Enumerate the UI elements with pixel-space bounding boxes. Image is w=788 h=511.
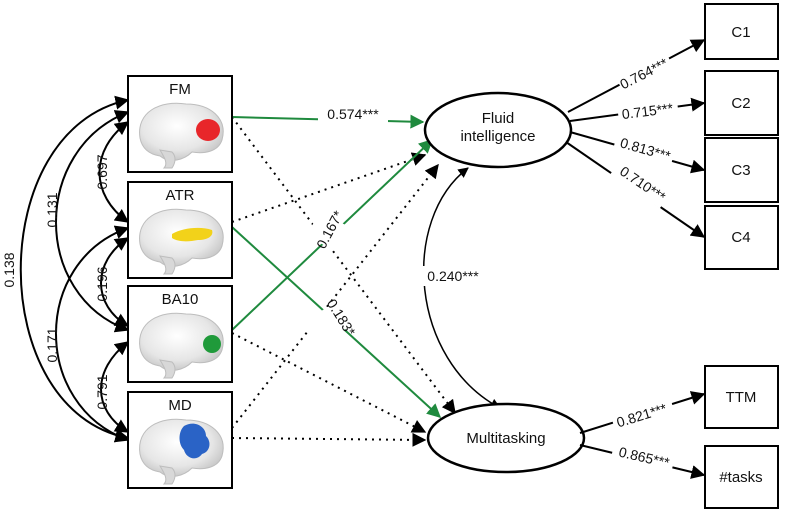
coef-tasks: 0.865***: [617, 444, 671, 471]
path-labels: 0.574*** 0.167* 0.183*: [303, 104, 388, 346]
fm-highlight: [196, 119, 220, 141]
indicator-label-c4: C4: [731, 229, 750, 246]
indicator-box-c4: [704, 205, 779, 270]
coef-ba10-md: 0.791: [94, 374, 110, 409]
fluid-loading-labels: 0.764*** 0.715*** 0.813*** 0.710***: [610, 52, 679, 209]
region-label-md: MD: [168, 397, 191, 414]
cov-arc-fm-atr: [98, 121, 130, 223]
region-ba10: BA10: [127, 285, 233, 383]
atr-highlight: [172, 227, 213, 242]
brain-icon: [139, 102, 224, 169]
fluid-label-line2: intelligence: [460, 128, 535, 145]
path-ba10-multitasking: [231, 332, 427, 433]
indicator-box-c3: [704, 137, 779, 203]
multitasking-loading-labels: 0.821*** 0.865***: [610, 397, 676, 473]
nonsignificant-paths: [231, 116, 456, 447]
fluid-label-line1: Fluid: [482, 110, 515, 127]
multitasking-label: Multitasking: [466, 430, 545, 447]
path-md-multitasking: [231, 432, 427, 447]
brain-icon: [139, 312, 224, 379]
indicator-label-c1: C1: [731, 24, 750, 41]
latent-multitasking: Multitasking: [426, 402, 586, 474]
coef-atr-md: 0.171: [44, 327, 60, 362]
coef-fluid-multitasking: 0.240***: [427, 268, 479, 284]
coef-atr-ba10: 0.196: [94, 266, 110, 301]
coef-fm-atr: 0.697: [94, 154, 110, 189]
indicator-label-tasks: #tasks: [719, 469, 762, 486]
coef-c2: 0.715***: [621, 100, 674, 122]
cov-arc-atr-md: [55, 225, 130, 443]
path-fm-multitasking: [231, 116, 456, 415]
cov-arc-ba10-md: [100, 341, 130, 433]
cov-arc-atr-ba10: [100, 237, 130, 327]
indicator-label-ttm: TTM: [726, 389, 757, 406]
region-label-atr: ATR: [166, 187, 195, 204]
md-highlight: [179, 423, 210, 459]
indicator-boxes: [704, 3, 779, 509]
indicator-box-tasks: [704, 445, 779, 509]
path-atr-fluid: [231, 152, 427, 223]
significant-paths: [231, 114, 442, 418]
region-atr: ATR: [127, 181, 233, 279]
indicator-labels: C1 C2 C3 C4 TTM #tasks: [719, 24, 762, 486]
coef-fm-md: 0.138: [1, 252, 17, 287]
coef-ttm: 0.821***: [615, 400, 669, 430]
cov-arc-fluid-multitasking: [422, 167, 501, 409]
ba10-highlight: [203, 335, 221, 353]
latent-fluid-intelligence: Fluid intelligence: [423, 91, 573, 169]
coef-fm-ba10: 0.131: [44, 192, 60, 227]
coef-fm-fluid: 0.574***: [327, 106, 379, 122]
region-md: MD: [127, 391, 233, 489]
brain-icon: [139, 208, 224, 275]
region-label-ba10: BA10: [162, 291, 199, 308]
region-label-fm: FM: [169, 81, 191, 98]
region-fm: FM: [127, 75, 233, 173]
indicator-label-c3: C3: [731, 162, 750, 179]
indicator-box-c2: [704, 70, 779, 136]
cov-arc-fm-ba10: [55, 110, 130, 333]
brain-icon: [139, 418, 224, 485]
covariance-arcs: [19, 95, 130, 443]
indicator-label-c2: C2: [731, 95, 750, 112]
indicator-box-c1: [704, 3, 779, 60]
indicator-box-ttm: [704, 365, 779, 429]
cov-arc-fm-md: [19, 95, 130, 443]
